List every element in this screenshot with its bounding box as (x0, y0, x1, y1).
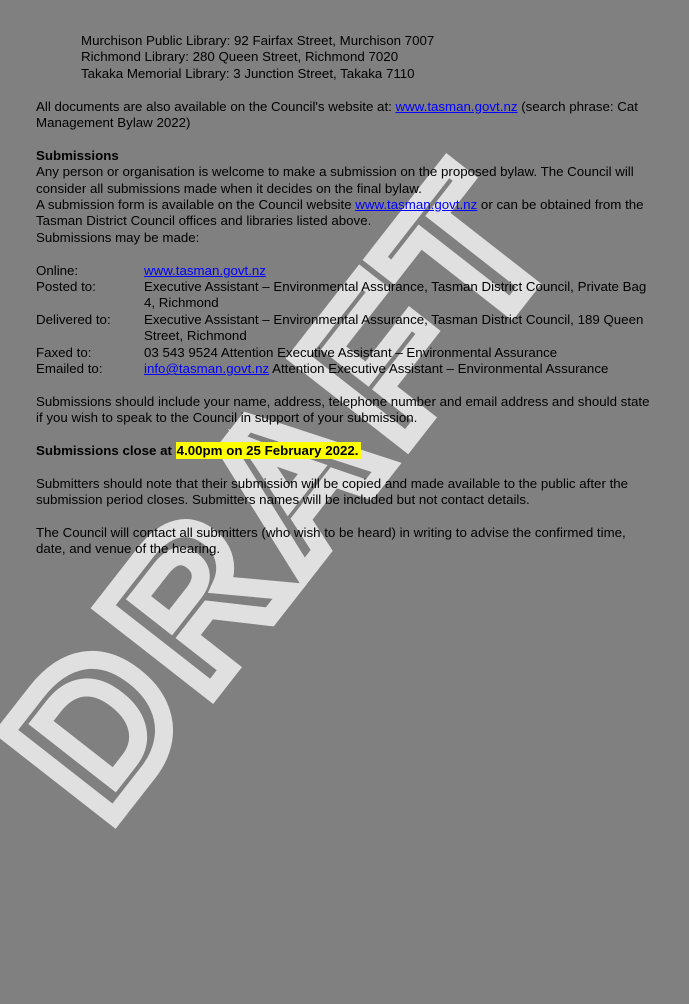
submission-form-text-post: or can be obtained from the Tasman Distr… (36, 197, 644, 229)
include-details-paragraph: Submissions should include your name, ad… (36, 393, 650, 426)
submission-methods-list: Online: www.tasman.govt.nz Posted to: Ex… (36, 263, 656, 378)
submission-form-text-pre: A submission form is available on the Co… (36, 197, 356, 213)
online-submission-link[interactable]: www.tasman.govt.nz (144, 262, 266, 278)
method-label-online: Online: (36, 262, 79, 278)
hearing-paragraph: The Council will contact all submitters … (36, 525, 626, 557)
method-value-online: www.tasman.govt.nz (144, 263, 656, 279)
library-line-richmond: Richmond Library: 280 Queen Street, Rich… (81, 49, 399, 65)
submissions-heading: Submissions (36, 147, 119, 163)
submissions-paragraph-1: Any person or organisation is welcome to… (36, 164, 634, 196)
method-label-delivered: Delivered to: (36, 311, 111, 327)
email-attention-text: Attention Executive Assistant – Environm… (269, 361, 609, 377)
closing-date-highlight: 4.00pm on 25 February 2022. (175, 442, 361, 460)
availability-paragraph: All documents are also available on the … (36, 99, 656, 132)
method-row-faxed: Faxed to: 03 543 9524 Attention Executiv… (36, 345, 656, 361)
method-label-emailed: Emailed to: (36, 361, 103, 377)
public-availability-paragraph: Submitters should note that their submis… (36, 475, 629, 508)
email-submission-link[interactable]: info@tasman.govt.nz (144, 361, 270, 377)
library-line-takaka: Takaka Memorial Library: 3 Junction Stre… (81, 65, 415, 81)
method-row-delivered: Delivered to: Executive Assistant – Envi… (36, 312, 656, 345)
submissions-may-be-made-line: Submissions may be made: (36, 229, 200, 245)
method-row-emailed: Emailed to: info@tasman.govt.nz Attentio… (36, 361, 656, 377)
method-value-emailed: info@tasman.govt.nz Attention Executive … (144, 361, 656, 377)
availability-text-pre: All documents are also available on the … (36, 98, 396, 114)
page-content: Murchison Public Library: 92 Fairfax Str… (36, 33, 656, 557)
method-row-online: Online: www.tasman.govt.nz (36, 263, 656, 279)
submissions-section: Submissions Any person or organisation i… (36, 148, 656, 246)
method-label-faxed: Faxed to: (36, 344, 92, 360)
method-label-posted: Posted to: (36, 279, 96, 295)
method-row-posted: Posted to: Executive Assistant – Environ… (36, 279, 656, 312)
submissions-paragraph-2: A submission form is available on the Co… (36, 197, 656, 230)
submission-form-website-link[interactable]: www.tasman.govt.nz (355, 197, 478, 213)
method-value-faxed: 03 543 9524 Attention Executive Assistan… (144, 344, 558, 360)
library-line-murchison: Murchison Public Library: 92 Fairfax Str… (81, 33, 435, 48)
availability-text-post: (search phrase: Cat Management Bylaw 202… (36, 98, 638, 131)
method-value-posted: Executive Assistant – Environmental Assu… (144, 279, 647, 311)
council-website-link[interactable]: www.tasman.govt.nz (395, 98, 518, 114)
method-value-delivered: Executive Assistant – Environmental Assu… (144, 311, 644, 344)
closing-date-text-pre: Submissions close at (36, 443, 176, 459)
closing-date-line: Submissions close at 4.00pm on 25 Februa… (36, 442, 656, 460)
library-list: Murchison Public Library: 92 Fairfax Str… (36, 33, 656, 82)
